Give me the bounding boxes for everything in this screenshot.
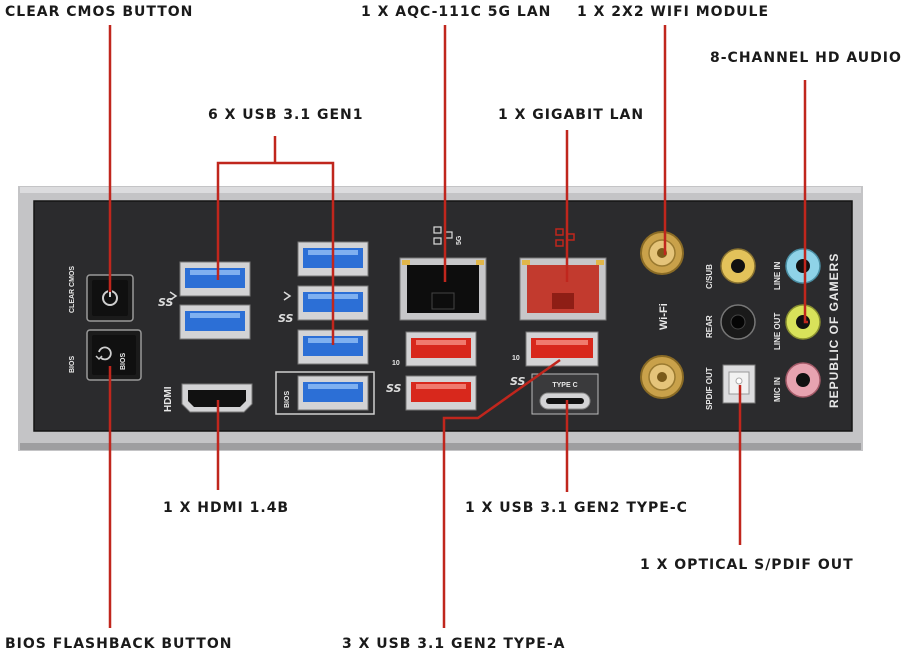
lan-5g-silk: 5G: [456, 235, 463, 245]
bios-left-silk: BIOS: [69, 356, 76, 373]
usb-gen2-typea-port-2[interactable]: [405, 375, 477, 411]
wifi-antenna-icon[interactable]: [640, 355, 684, 399]
brand-silk: REPUBLIC OF GAMERS: [827, 253, 841, 408]
callout-line-typea: [442, 358, 561, 628]
wifi-silk: Wi-Fi: [658, 303, 670, 330]
clear-cmos-silk: CLEAR CMOS: [69, 266, 76, 313]
callout-usb-gen1: 6 X USB 3.1 GEN1: [208, 107, 364, 123]
usb-ss10-icon: SS 10: [510, 355, 526, 388]
bios-port-silk: BIOS: [284, 391, 291, 408]
gigabit-lan-port[interactable]: [519, 257, 607, 321]
audio-rear-jack[interactable]: [720, 304, 756, 340]
usb-ss-icon: SS: [278, 291, 294, 325]
callout-hdmi: 1 X HDMI 1.4B: [163, 500, 290, 516]
usb-gen1-port-2[interactable]: [179, 304, 251, 340]
callout-clear-cmos: CLEAR CMOS BUTTON: [5, 4, 194, 20]
callout-gigabit-lan: 1 X GIGABIT LAN: [498, 107, 645, 123]
hdmi-port[interactable]: [181, 383, 253, 413]
lan-5g-port[interactable]: [399, 257, 487, 321]
callout-typea: 3 X USB 3.1 GEN2 TYPE-A: [342, 636, 566, 652]
mic-in-silk: MIC IN: [773, 377, 782, 402]
usb-gen2-typea-port-1[interactable]: [405, 331, 477, 367]
line-in-silk: LINE IN: [773, 261, 782, 290]
svg-text:SS: SS: [158, 296, 174, 309]
rear-silk: REAR: [705, 315, 714, 338]
ss10-silk-a: 10: [392, 360, 400, 367]
callout-bios-flashback: BIOS FLASHBACK BUTTON: [5, 636, 233, 652]
hdmi-silk: HDMI: [163, 386, 174, 412]
callout-optical: 1 X OPTICAL S/PDIF OUT: [640, 557, 854, 573]
ss10-silk-b: 10: [512, 355, 520, 362]
usb-ss10-icon: SS 10: [386, 360, 402, 395]
callout-audio: 8-CHANNEL HD AUDIO: [710, 50, 902, 66]
usb-gen2-typea-port-3[interactable]: [525, 331, 599, 367]
csub-silk: C/SUB: [705, 264, 714, 289]
audio-line-in-jack[interactable]: [785, 248, 821, 284]
frame-top-edge: [20, 187, 861, 193]
usb-gen1-port-1[interactable]: [179, 261, 251, 297]
wifi-antenna-icon[interactable]: [640, 231, 684, 275]
svg-text:SS: SS: [386, 382, 402, 395]
usb-ss-icon: SS: [158, 291, 178, 309]
callout-line-audio: [803, 80, 808, 324]
svg-text:SS: SS: [510, 375, 526, 388]
callout-typec: 1 X USB 3.1 GEN2 TYPE-C: [465, 500, 688, 516]
refresh-icon: [95, 346, 112, 361]
spdif-optical-port[interactable]: [722, 364, 756, 404]
callout-wifi: 1 X 2X2 WIFI MODULE: [577, 4, 770, 20]
frame-bottom-edge: [20, 443, 861, 450]
usb-typec-port[interactable]: [539, 392, 591, 410]
callout-lines: [108, 25, 808, 628]
spdif-silk: SPDIF OUT: [705, 367, 714, 410]
usb-bios-port[interactable]: [275, 371, 375, 415]
callout-5g-lan: 1 X AQC-111C 5G LAN: [361, 4, 552, 20]
bios-flashback-button[interactable]: BIOS: [86, 329, 142, 381]
audio-mic-in-jack[interactable]: [785, 362, 821, 398]
line-out-silk: LINE OUT: [773, 313, 782, 350]
typec-silk: TYPE C: [552, 382, 577, 389]
audio-csub-jack[interactable]: [720, 248, 756, 284]
audio-line-out-jack[interactable]: [785, 304, 821, 340]
svg-text:SS: SS: [278, 312, 294, 325]
bios-button-silk: BIOS: [120, 353, 127, 370]
